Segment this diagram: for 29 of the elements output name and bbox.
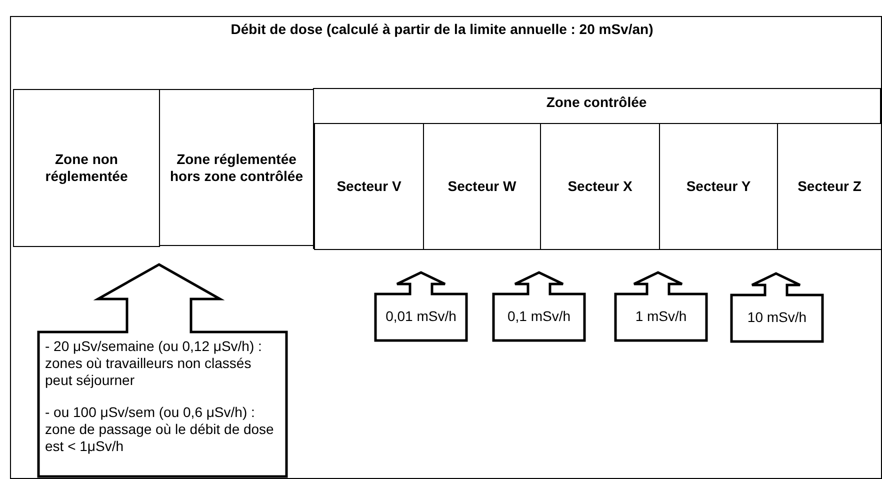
arrow-callout bbox=[37, 263, 288, 478]
title-text: Débit de dose (calculé à partir de la limite annuelle : 20 mSv/an) bbox=[230, 21, 654, 37]
sector-cell bbox=[423, 123, 541, 250]
arrow-callout bbox=[614, 271, 708, 342]
cell-text: Secteur V bbox=[336, 178, 402, 195]
callout-text: - ou 100 μSv/sem (ou 0,6 μSv/h) : zone de passage où le débit de dose est < 1μSv/h bbox=[45, 404, 275, 455]
cell-text: Secteur X bbox=[566, 178, 634, 195]
callout-text: 0,01 mSv/h bbox=[384, 308, 458, 324]
frame-box bbox=[10, 16, 882, 479]
sector-cell bbox=[314, 123, 424, 250]
callout-text: 1 mSv/h bbox=[634, 308, 688, 324]
sector-cell bbox=[659, 123, 778, 250]
zone-group bbox=[313, 88, 881, 249]
callout-text: - 20 μSv/semaine (ou 0,12 μSv/h) : zones où travailleurs non classés peut séjourner bbox=[45, 338, 263, 389]
cell-text: Secteur Y bbox=[685, 178, 752, 195]
zone-cell bbox=[13, 89, 160, 247]
cell-text: Secteur W bbox=[446, 178, 518, 195]
cell-text: Secteur Z bbox=[796, 178, 862, 195]
group-title: Zone contrôlée bbox=[545, 94, 648, 110]
sector-cell bbox=[777, 123, 882, 250]
arrow-callout bbox=[492, 271, 586, 342]
arrow-callout bbox=[730, 272, 824, 343]
sector-cell bbox=[540, 123, 660, 250]
callout-text: 0,1 mSv/h bbox=[506, 308, 572, 324]
callout-text: 10 mSv/h bbox=[746, 309, 808, 325]
arrow-callout bbox=[374, 271, 468, 342]
cell-text: Zone réglementée hors zone contrôlée bbox=[168, 150, 304, 184]
zone-cell bbox=[159, 89, 314, 246]
cell-text: Zone non réglementée bbox=[44, 151, 129, 185]
